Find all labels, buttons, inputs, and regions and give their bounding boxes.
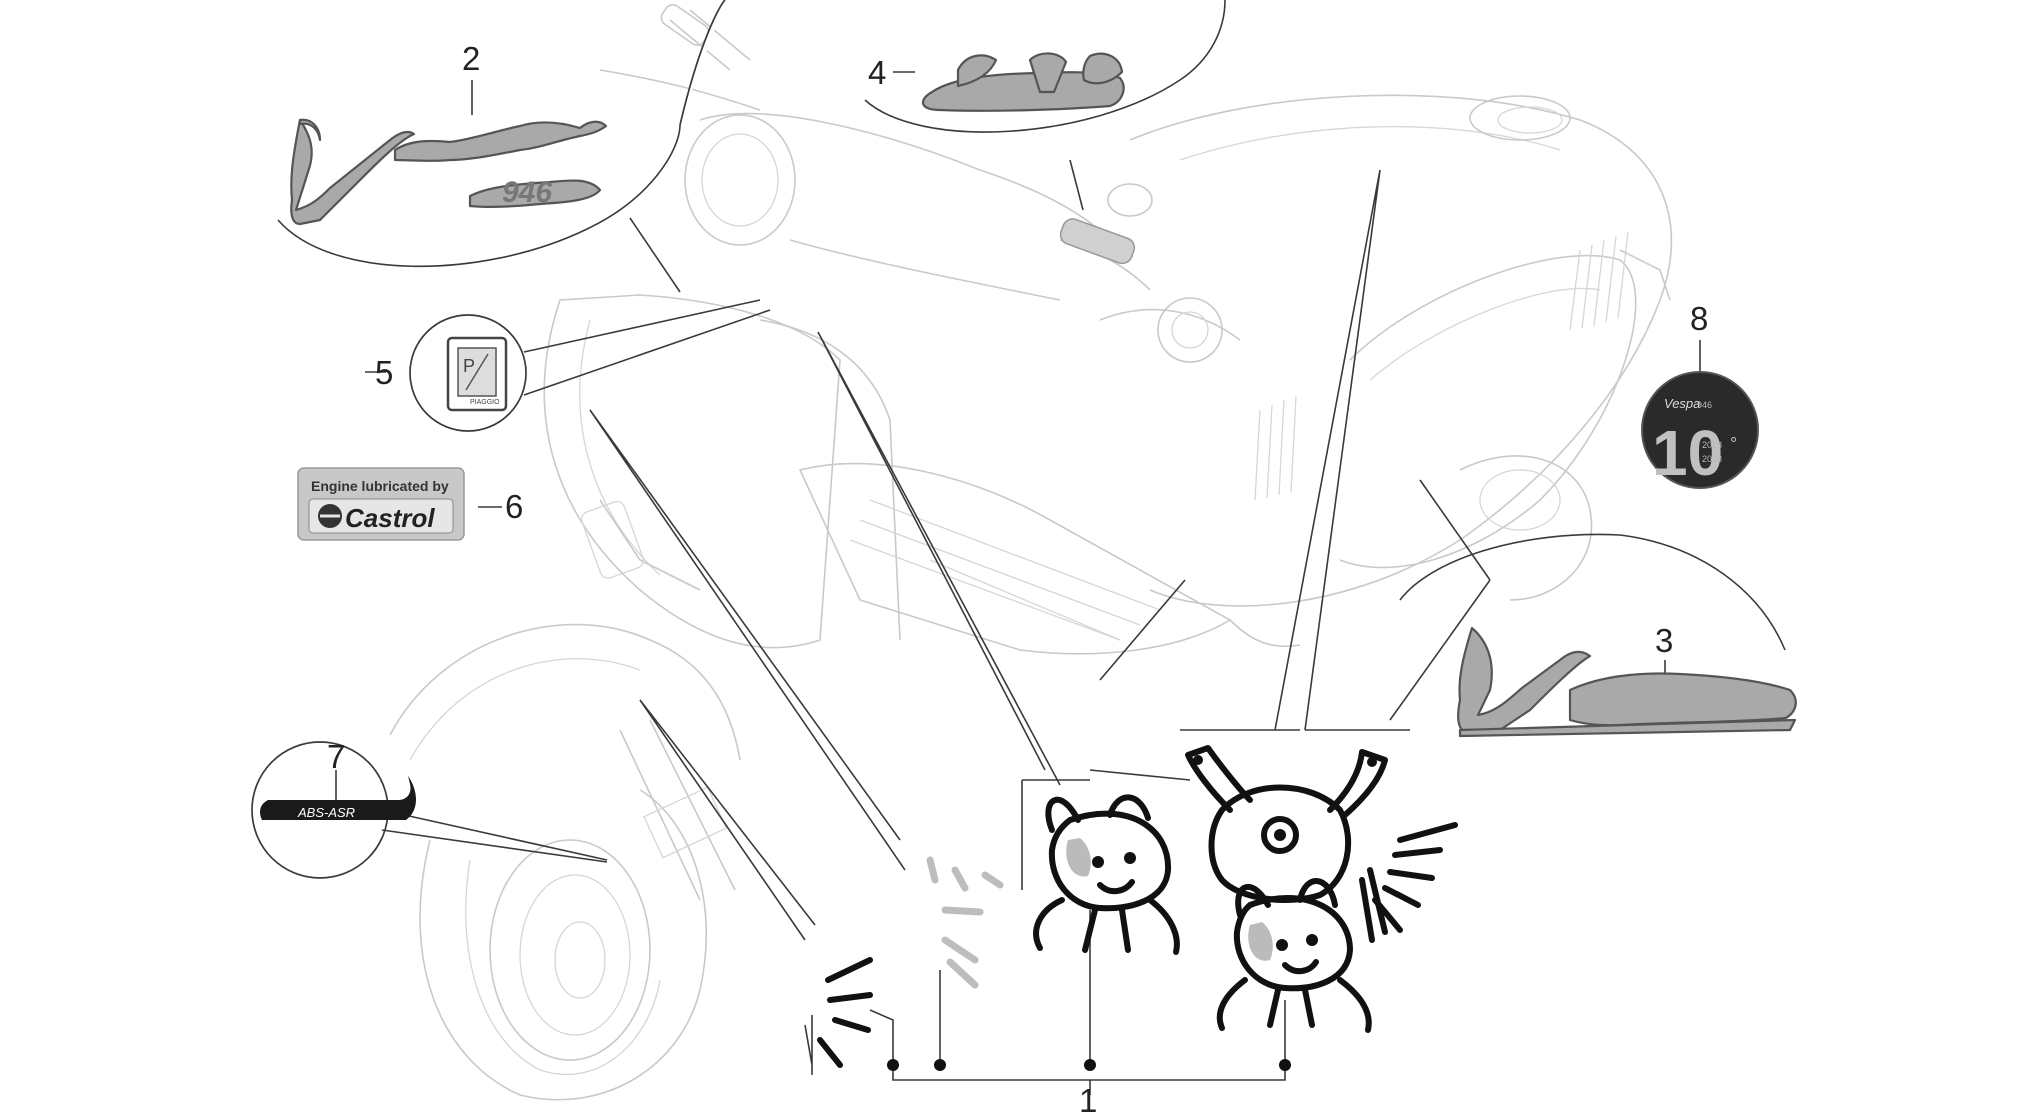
burst-lines-black-left bbox=[817, 957, 873, 1068]
callout-1: 1 bbox=[1079, 1082, 1097, 1114]
bunny-decal-1 bbox=[1033, 794, 1180, 955]
anniversary-year-end: 2023 bbox=[1702, 454, 1722, 464]
callout-numbers: 1 2 3 4 5 6 7 8 bbox=[327, 40, 1708, 1119]
vespa-script-emblem-decal bbox=[1457, 626, 1797, 738]
character-decal-set bbox=[817, 745, 1458, 1068]
anniversary-model: 946 bbox=[1697, 400, 1712, 410]
callout-7: 7 bbox=[327, 738, 345, 775]
abs-asr-decal: ABS-ASR bbox=[260, 776, 416, 820]
leader-lines bbox=[335, 71, 1701, 1075]
abs-asr-label: ABS-ASR bbox=[297, 805, 355, 820]
antenna-character-decal bbox=[1185, 745, 1388, 903]
callout-2: 2 bbox=[462, 40, 480, 77]
plate-brand: PIAGGIO bbox=[470, 399, 500, 406]
callout-6: 6 bbox=[505, 488, 523, 525]
castrol-line-2: Castrol bbox=[345, 503, 435, 533]
vespa-946-logo-text: 946 bbox=[502, 176, 552, 209]
anniversary-degree: ° bbox=[1730, 434, 1737, 454]
anniversary-number: 10 bbox=[1652, 417, 1723, 489]
anniversary-year-start: 2013 bbox=[1702, 440, 1722, 450]
plate-letter: P bbox=[463, 356, 475, 376]
callout-5: 5 bbox=[375, 354, 393, 391]
callout-1-bracket bbox=[869, 910, 1291, 1095]
scooter-drawing bbox=[389, 3, 1673, 1101]
anniversary-brand: Vespa bbox=[1664, 396, 1700, 411]
vespa-946-logo-decal: 946 bbox=[290, 118, 608, 226]
bunny-decal-2 bbox=[1216, 878, 1372, 1033]
castrol-label-decal: Engine lubricated by Castrol bbox=[297, 467, 465, 541]
burst-lines-grey bbox=[926, 856, 1004, 989]
emblem-946-decal bbox=[922, 52, 1125, 112]
callout-4: 4 bbox=[868, 54, 886, 91]
bubble-arc-3 bbox=[1399, 533, 1786, 651]
castrol-line-1: Engine lubricated by bbox=[311, 478, 449, 494]
burst-lines-black-right bbox=[1359, 822, 1458, 943]
anniversary-badge-decal: Vespa 946 10 ° 2013 2023 bbox=[1641, 371, 1759, 489]
bubble-decals-2-4 bbox=[277, 0, 1226, 268]
piaggio-plate-decal: P PIAGGIO bbox=[446, 336, 508, 412]
callout-8: 8 bbox=[1690, 300, 1708, 337]
callout-3: 3 bbox=[1655, 622, 1673, 659]
